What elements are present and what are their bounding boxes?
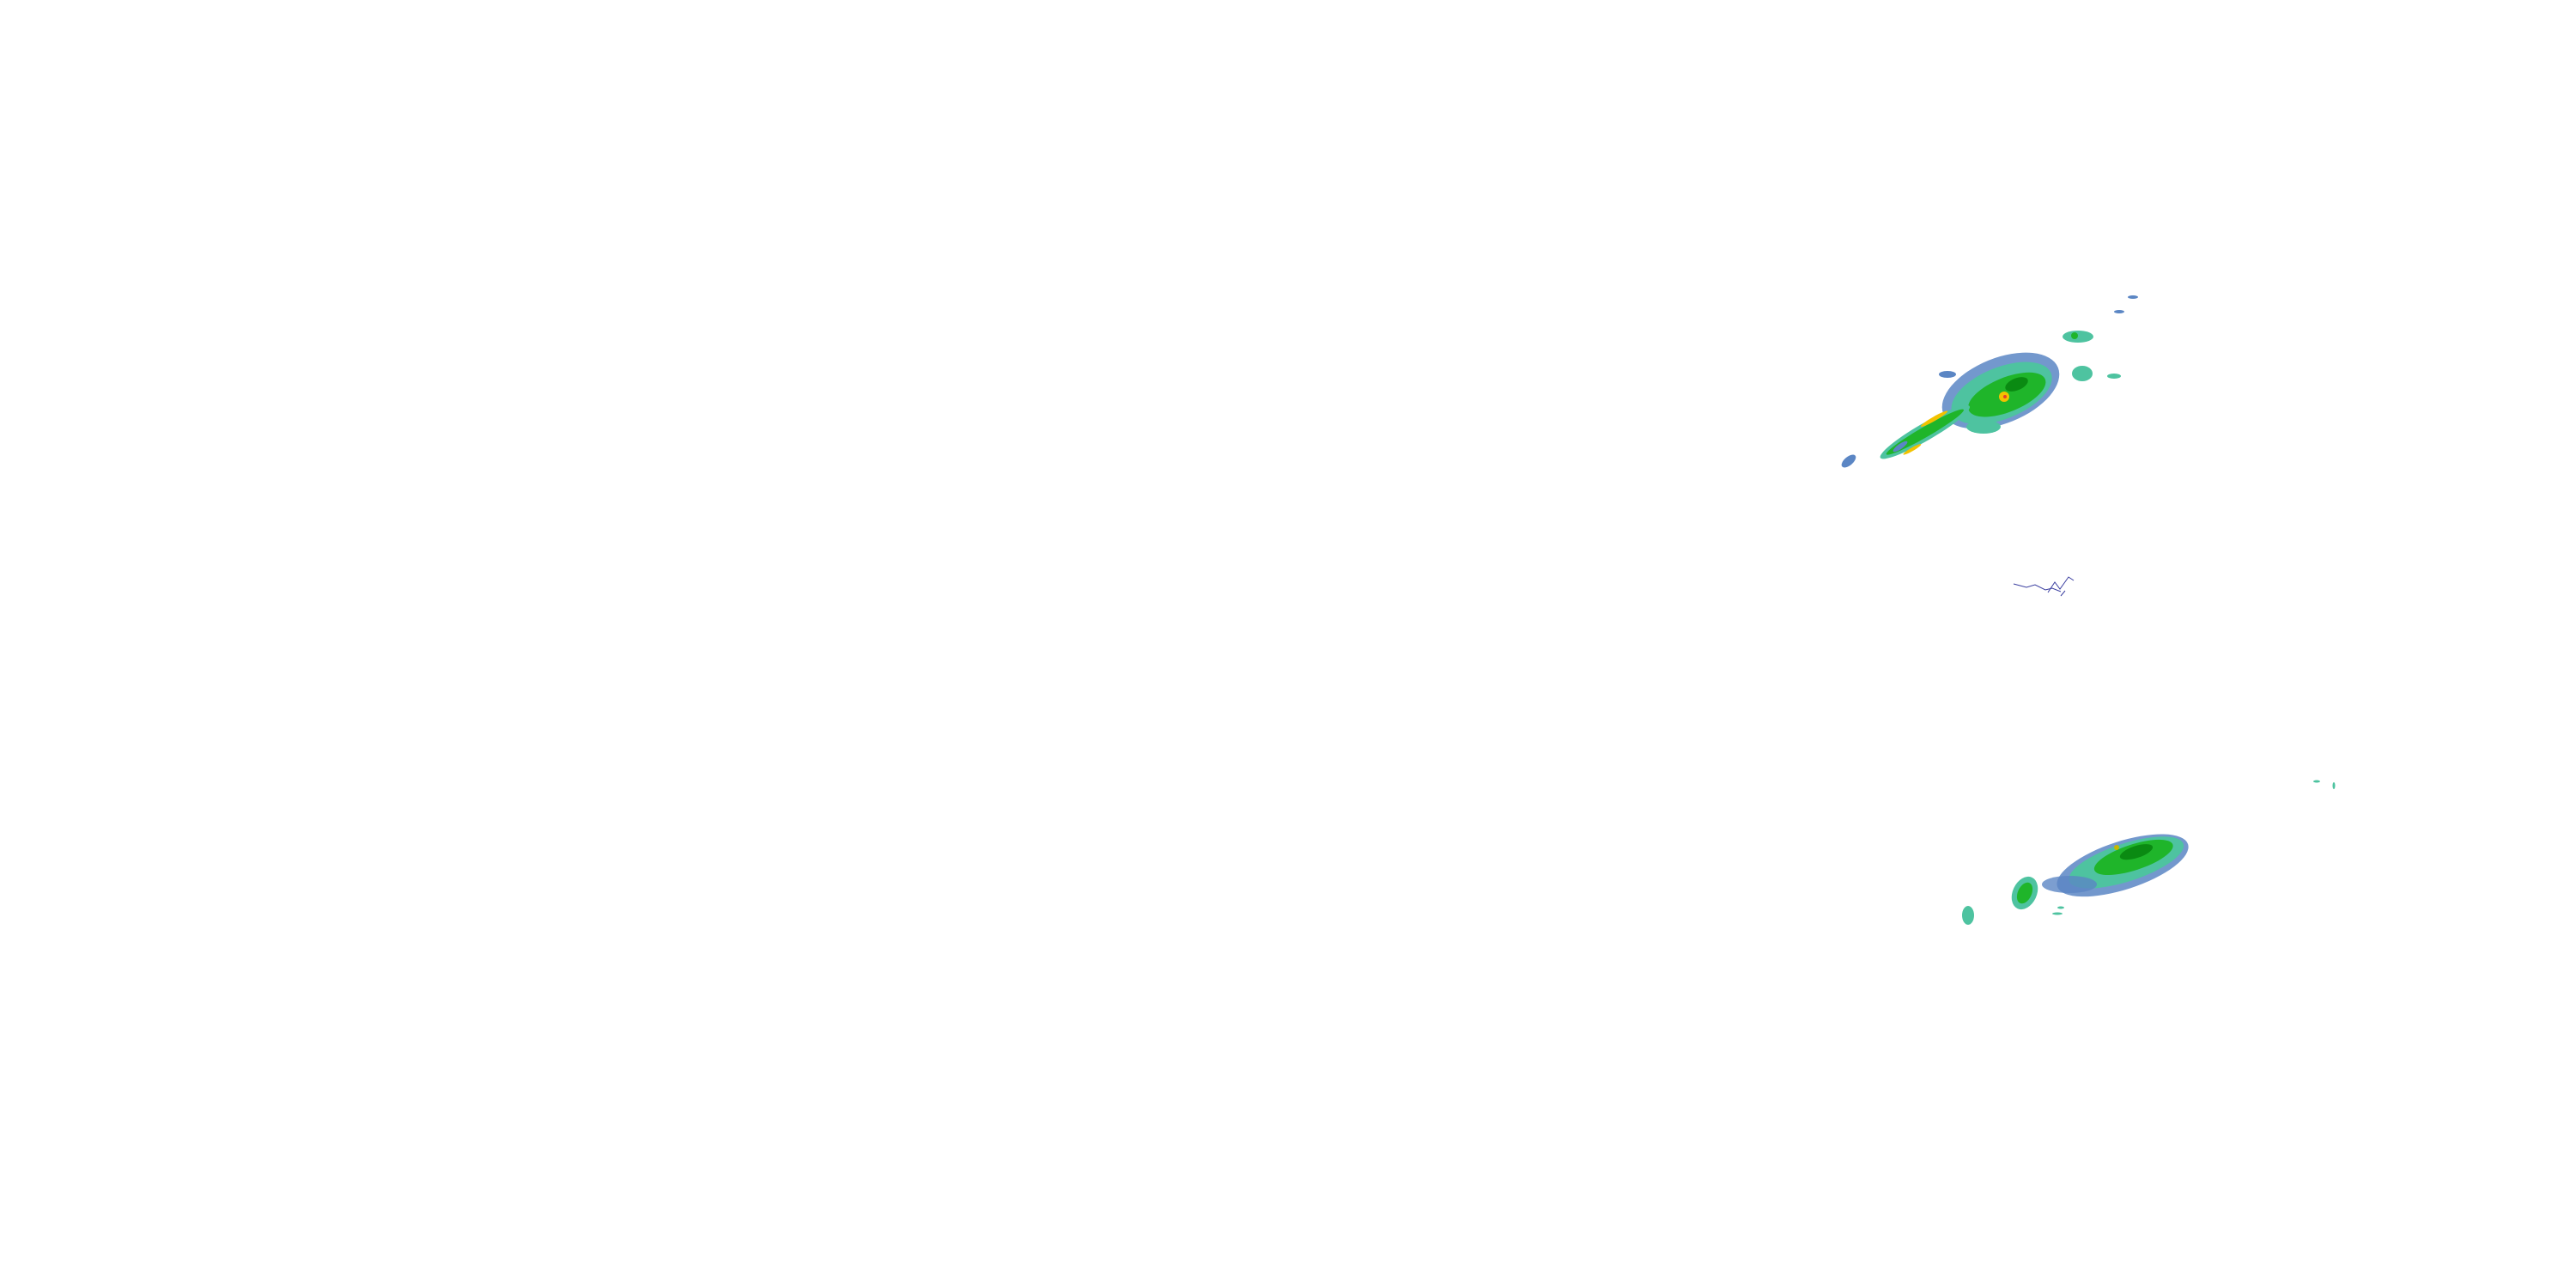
echo-small xyxy=(1939,371,1956,378)
echo-tail-intense xyxy=(1920,410,1948,427)
echo-west-core xyxy=(2016,882,2033,904)
echo-small xyxy=(1841,454,1856,468)
echo-small xyxy=(2114,310,2124,313)
echo-tail-intense xyxy=(1903,444,1922,455)
clutter-speckle xyxy=(2013,576,2075,597)
echo-small xyxy=(2057,906,2064,909)
echo-small xyxy=(1893,440,1908,453)
echo-small xyxy=(2063,331,2093,343)
echo-small xyxy=(2332,782,2336,789)
echo-side xyxy=(1966,420,2001,434)
echo-heavy xyxy=(2119,844,2154,860)
storm-cell-south xyxy=(1962,780,2336,925)
echo-small xyxy=(2128,295,2138,299)
echo-heavy xyxy=(2005,377,2028,392)
echo-intense xyxy=(2114,845,2119,850)
echo-small xyxy=(1962,906,1974,925)
echo-light xyxy=(2042,876,2097,893)
echo-small xyxy=(2071,332,2078,339)
echo-small xyxy=(2107,374,2121,379)
echo-small xyxy=(2072,366,2093,381)
storm-cell-north xyxy=(1841,295,2138,468)
echo-extreme xyxy=(2003,395,2007,398)
echo-small xyxy=(2313,780,2320,783)
echo-small xyxy=(2052,912,2063,915)
